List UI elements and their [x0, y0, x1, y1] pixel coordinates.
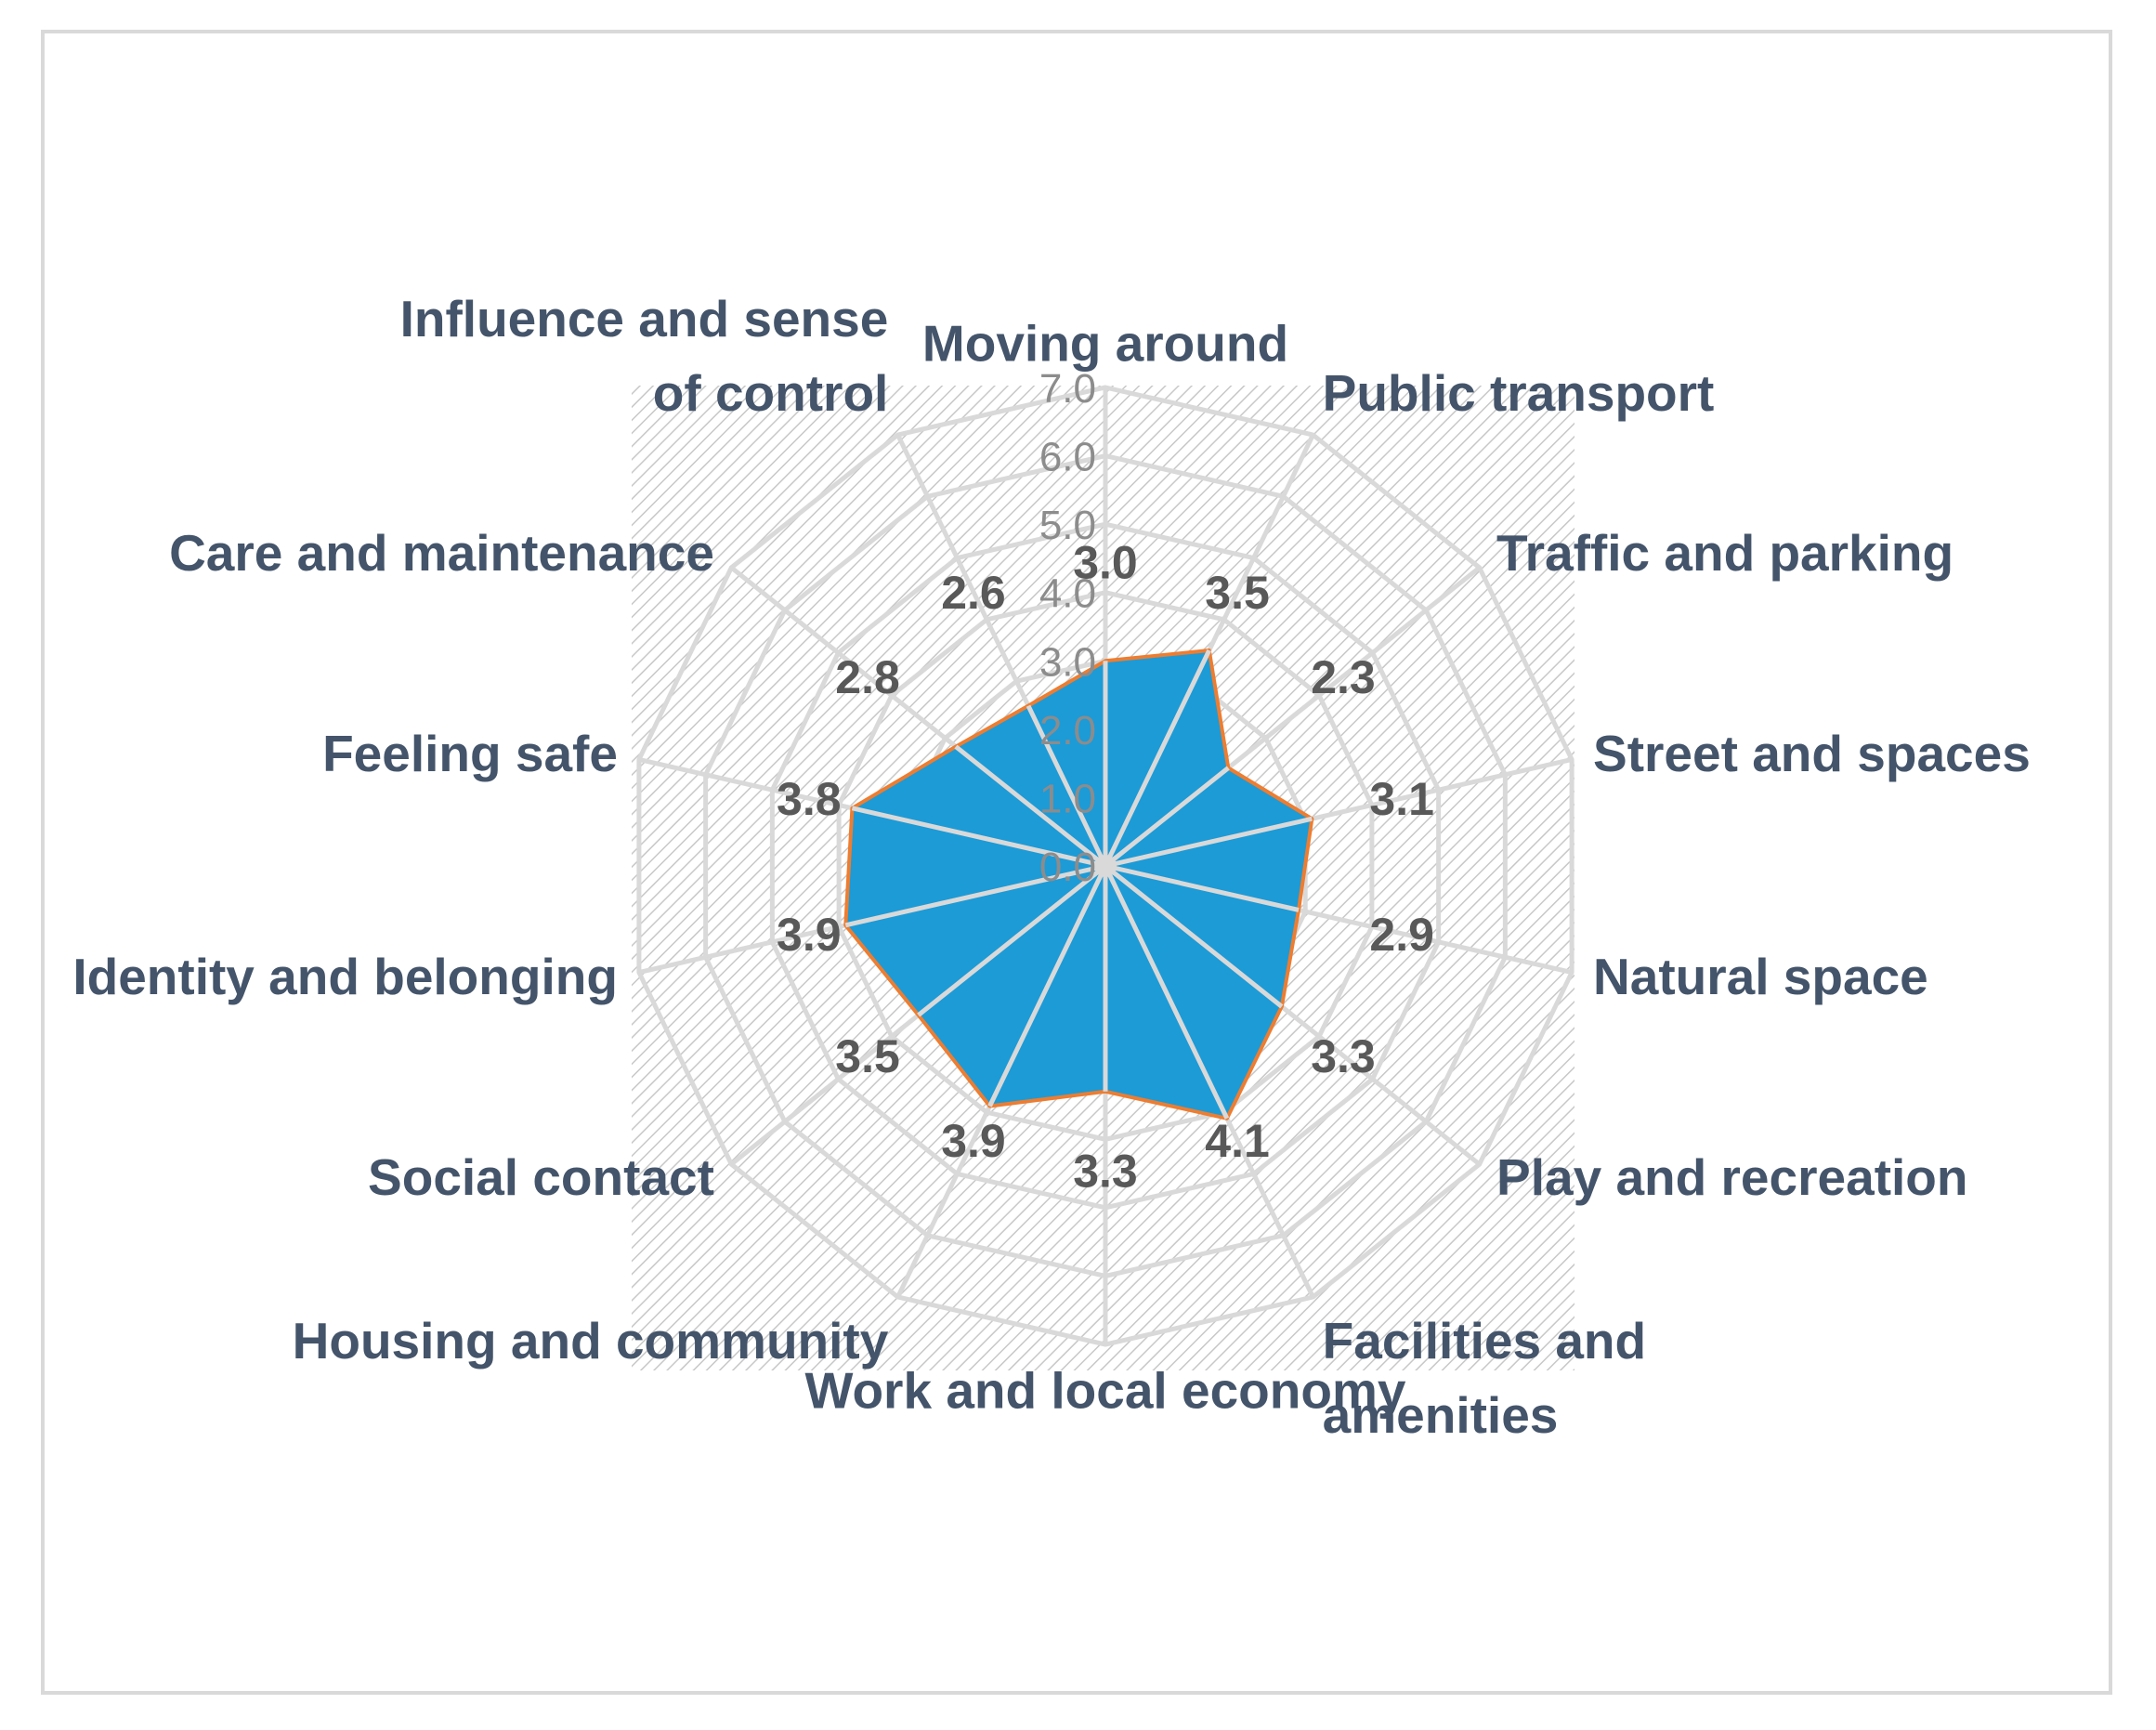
series-spoke-9 — [987, 864, 1108, 1107]
value-label: 2.6 — [941, 567, 1006, 619]
category-label: Influence and sense of control — [400, 290, 889, 422]
axis-ticks: 0.0 1.0 2.0 3.0 4.0 5.0 6.0 7.0 — [1039, 366, 1096, 890]
tick-label: 2.0 — [1039, 708, 1096, 754]
category-label-line: Public transport — [1323, 364, 1715, 422]
tick-label: 6.0 — [1039, 435, 1096, 480]
category-label-line: amenities — [1323, 1386, 1559, 1444]
value-label: 3.3 — [1311, 1030, 1376, 1082]
value-labels: 3.0 3.5 2.3 3.1 2.9 3.3 4.1 3.3 3.9 3.5 3.9 3.8 2.8 2… — [777, 537, 1434, 1198]
category-label-line: Street and spaces — [1593, 725, 2031, 782]
series-spoke-10 — [917, 864, 1107, 1017]
category-label: Identity and belonging — [72, 948, 618, 1005]
value-label: 3.9 — [777, 909, 842, 961]
series-spoke-7 — [1103, 864, 1230, 1120]
category-label-line: Feeling safe — [322, 725, 618, 782]
category-label-line: Influence and sense — [400, 290, 889, 347]
tick-label: 7.0 — [1039, 366, 1096, 412]
series-spoke-2 — [1103, 649, 1211, 868]
tick-label: 1.0 — [1039, 776, 1096, 821]
category-label-line: Identity and belonging — [72, 948, 618, 1005]
category-label-line: Moving around — [922, 314, 1288, 372]
category-label: Facilities and amenities — [1323, 1312, 1646, 1444]
series-spoke-13 — [954, 744, 1107, 868]
value-label: 2.8 — [835, 651, 900, 703]
category-label-line: Work and local economy — [805, 1362, 1406, 1420]
series-spoke-3 — [1104, 766, 1230, 868]
value-label: 3.8 — [777, 773, 842, 825]
category-label-line: Social contact — [368, 1148, 714, 1206]
series-spoke-5 — [1104, 863, 1300, 912]
tick-label: 0.0 — [1039, 845, 1096, 890]
series-spoke-6 — [1104, 864, 1284, 1009]
category-label: Play and recreation — [1496, 1148, 1967, 1206]
category-label: Housing and community — [293, 1312, 889, 1370]
category-label-line: Traffic and parking — [1496, 524, 1953, 582]
category-label-line: of control — [653, 364, 889, 422]
category-label: Public transport — [1323, 364, 1715, 422]
category-label: Care and maintenance — [169, 524, 714, 582]
category-label-line: Natural space — [1593, 948, 1928, 1005]
tick-label: 4.0 — [1039, 571, 1096, 617]
category-label: Traffic and parking — [1496, 524, 1953, 582]
category-label-line: Facilities and — [1323, 1312, 1646, 1370]
value-label: 4.1 — [1205, 1115, 1270, 1167]
category-label-line: Play and recreation — [1496, 1148, 1967, 1206]
tick-label: 5.0 — [1039, 503, 1096, 548]
series-spoke-14 — [1026, 704, 1108, 868]
series-spoke-4 — [1104, 816, 1313, 869]
category-label: Street and spaces — [1593, 725, 2031, 782]
series-spoke-11 — [844, 863, 1106, 928]
category-label: Moving around — [922, 314, 1288, 372]
category-label: Natural space — [1593, 948, 1928, 1005]
value-label: 2.9 — [1369, 909, 1434, 961]
value-label: 3.0 — [1073, 537, 1138, 589]
series-layer — [843, 649, 1314, 1121]
series-spoke-12 — [851, 806, 1106, 869]
value-label: 3.3 — [1073, 1145, 1138, 1197]
category-label-line: Care and maintenance — [169, 524, 714, 582]
value-label: 3.5 — [1205, 567, 1270, 619]
category-label: Work and local economy — [805, 1362, 1406, 1420]
center-hub — [1094, 855, 1117, 877]
value-label: 3.5 — [835, 1030, 900, 1082]
value-label: 3.1 — [1369, 773, 1434, 825]
category-label: Feeling safe — [322, 725, 618, 782]
category-label: Social contact — [368, 1148, 714, 1206]
category-label-line: Housing and community — [293, 1312, 889, 1370]
tick-label: 3.0 — [1039, 639, 1096, 685]
value-label: 3.9 — [941, 1115, 1006, 1167]
value-label: 2.3 — [1311, 651, 1376, 703]
